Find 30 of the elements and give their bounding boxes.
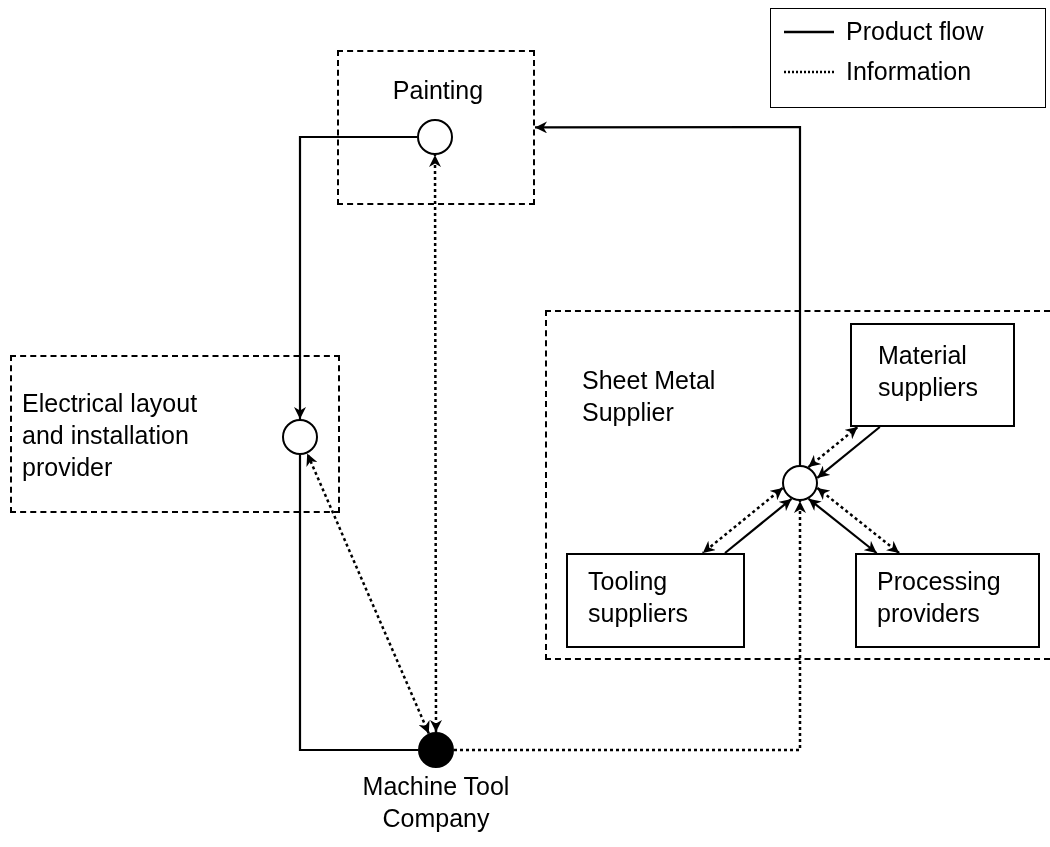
information-arrow	[807, 426, 859, 469]
information-arrow	[429, 155, 442, 732]
information-arrow	[816, 486, 900, 554]
flow-arrow	[816, 426, 881, 479]
information-arrow	[454, 501, 806, 752]
node-circle	[282, 419, 318, 455]
node-label: Machine Tool Company	[361, 771, 511, 834]
flow-arrow	[724, 498, 793, 554]
information-arrow	[702, 487, 784, 554]
process-box	[850, 323, 1015, 427]
flow-arrow	[294, 135, 417, 419]
legend-label: Product flow	[846, 16, 984, 47]
flow-arrow	[535, 121, 802, 465]
legend-label: Information	[846, 56, 972, 87]
box-label: Processing providers	[877, 566, 1002, 629]
process-box	[855, 553, 1040, 648]
group-label: Painting	[391, 75, 485, 106]
group-label: Sheet Metal Supplier	[582, 365, 717, 428]
dashed-group-box	[545, 310, 1050, 660]
dashed-group-box	[337, 50, 535, 205]
process-box	[566, 553, 745, 648]
dashed-group-box	[10, 355, 340, 513]
box-label: Material suppliers	[878, 340, 980, 403]
information-arrow	[306, 453, 430, 734]
group-label: Electrical layout and installation provider	[22, 388, 199, 483]
node-circle	[417, 119, 453, 155]
node-circle	[782, 465, 818, 501]
flow-arrow	[807, 497, 878, 554]
box-label: Tooling suppliers	[588, 566, 690, 629]
flow-line	[298, 455, 418, 752]
